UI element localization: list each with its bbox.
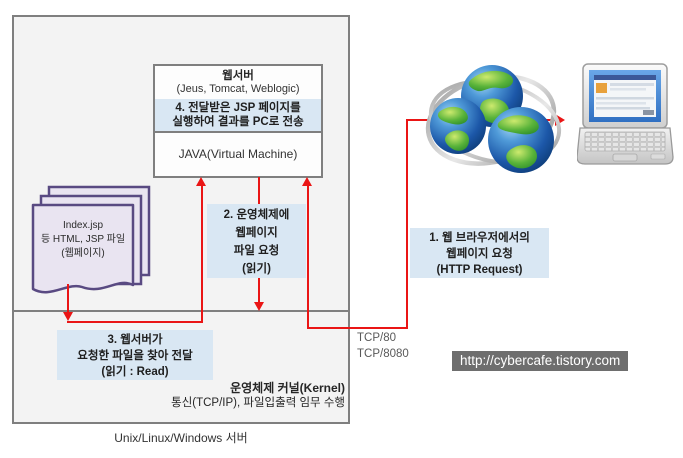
step1-line1: 1. 웹 브라우저에서의 — [429, 232, 530, 244]
step4-line1: 4. 전달받은 JSP 페이지를 — [175, 102, 301, 114]
file-desc2: (웹페이지) — [61, 248, 105, 259]
step3-line1: 3. 웹서버가 — [107, 334, 163, 346]
step2-line1: 2. 운영체제에 — [223, 209, 290, 221]
file-stack-label: Index.jsp 등 HTML, JSP 파일 (웹페이지) — [33, 219, 133, 261]
flow-line-internet-vertical — [406, 119, 408, 329]
kernel-label: 운영체제 커널(Kernel) 통신(TCP/IP), 파일입출력 임무 수행 — [85, 381, 345, 411]
web-server-title: 웹서버 — [222, 70, 254, 82]
laptop-icon — [577, 63, 674, 165]
flow-line-deliver-up — [201, 183, 203, 323]
step2-line2: 웹페이지 — [235, 227, 278, 239]
arrowhead-file-down — [63, 312, 73, 321]
jvm-box: JAVA(Virtual Machine) — [153, 131, 323, 178]
step2-line3: 파일 요청 — [233, 245, 280, 257]
step1-line2: 웹페이지 요청 — [446, 248, 513, 260]
web-server-subtitle: (Jeus, Tomcat, Weblogic) — [176, 83, 300, 95]
step1-label: 1. 웹 브라우저에서의 웹페이지 요청 (HTTP Request) — [410, 228, 549, 278]
flow-line-http-up — [307, 183, 309, 329]
web-server-box: 웹서버 (Jeus, Tomcat, Weblogic) 4. 전달받은 JSP… — [153, 64, 323, 133]
flow-line-kernel-horizontal — [67, 321, 203, 323]
file-name: Index.jsp — [62, 220, 104, 231]
arrowhead-http-up — [302, 177, 312, 186]
tcp-ports-label: TCP/80 TCP/8080 — [357, 330, 409, 362]
arrowhead-to-client — [555, 114, 565, 126]
arrowhead-request-down — [254, 302, 264, 311]
flow-line-file-down — [67, 284, 69, 312]
server-caption: Unix/Linux/Windows 서버 — [114, 431, 248, 445]
flow-line-http-horizontal — [307, 327, 408, 329]
kernel-title: 운영체제 커널(Kernel) — [230, 381, 345, 395]
arrowhead-deliver-up — [196, 177, 206, 186]
step3-line2: 요청한 파일을 찾아 전달 — [77, 350, 193, 362]
tcp-port-8080: TCP/8080 — [357, 348, 409, 360]
watermark-url: http://cybercafe.tistory.com — [452, 351, 629, 371]
tcp-port-80: TCP/80 — [357, 332, 396, 344]
step2-label: 2. 운영체제에 웹페이지 파일 요청 (읽기) — [207, 204, 306, 278]
step1-line3: (HTTP Request) — [436, 264, 523, 276]
document-stack-icon — [31, 185, 151, 294]
step3-label: 3. 웹서버가 요청한 파일을 찾아 전달 (읽기 : Read) — [57, 330, 213, 380]
internet-globe-icon — [425, 65, 562, 173]
kernel-divider-line — [12, 310, 350, 312]
step4-label: 4. 전달받은 JSP 페이지를 실행하여 결과를 PC로 전송 — [155, 99, 321, 132]
step4-line2: 실행하여 결과를 PC로 전송 — [172, 116, 304, 128]
step3-line3: (읽기 : Read) — [101, 366, 169, 378]
step2-line4: (읽기) — [242, 263, 271, 275]
file-desc: 등 HTML, JSP 파일 — [40, 234, 126, 245]
kernel-subtitle: 통신(TCP/IP), 파일입출력 임무 수행 — [171, 397, 345, 409]
